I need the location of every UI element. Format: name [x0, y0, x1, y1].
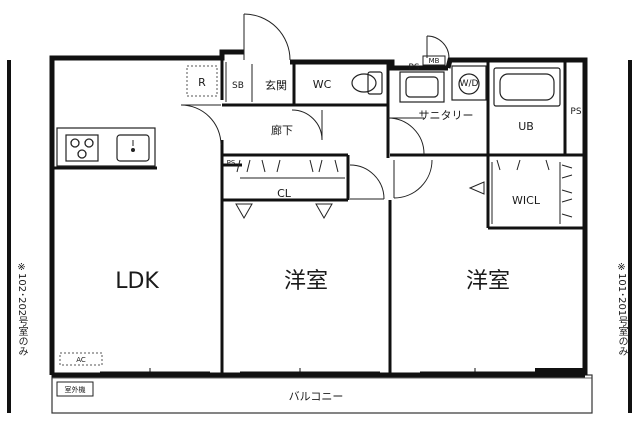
label-sanitary: サニタリー — [419, 109, 474, 122]
label-pipe-space-right: PS — [570, 107, 581, 117]
label-refrigerator: R — [198, 76, 206, 89]
side-walls — [7, 60, 632, 413]
interior-walls — [52, 58, 585, 375]
bathtub-icon — [493, 67, 561, 107]
meter-box — [422, 55, 446, 66]
label-shoe-box: SB — [232, 81, 244, 91]
side-note-left: ※102･202号室のみ — [16, 262, 27, 357]
label-pipe-space-small: PS — [227, 159, 236, 167]
closet-rails — [236, 159, 573, 224]
stove-icon — [65, 134, 99, 162]
side-note-right: ※101･201号室のみ — [616, 262, 627, 357]
sink-icon — [116, 134, 150, 162]
door-swings — [180, 13, 450, 200]
label-bedroom-center: 洋室 — [284, 269, 328, 294]
label-aircon: AC — [76, 356, 86, 364]
label-outdoor-unit: 室外機 — [65, 385, 86, 394]
label-washer: W/D — [460, 79, 479, 89]
toilet-icon — [351, 71, 383, 95]
label-toilet: WC — [313, 78, 332, 91]
label-pipe-space-top: PS — [408, 63, 419, 73]
refrigerator — [186, 65, 218, 97]
label-closet: CL — [277, 187, 292, 200]
wall-pillar — [535, 368, 585, 376]
label-ldk: LDK — [115, 269, 159, 294]
washer-icon — [451, 65, 487, 101]
label-bathroom: UB — [518, 120, 534, 133]
washbasin-icon — [399, 71, 445, 103]
closet-door-marks — [235, 181, 485, 220]
label-entrance: 玄関 — [265, 78, 287, 92]
outer-walls — [49, 49, 588, 378]
balcony-windows — [100, 368, 535, 376]
aircon — [59, 352, 103, 366]
label-balcony: バルコニー — [289, 390, 344, 403]
outdoor-unit — [56, 381, 94, 397]
label-bedroom-right: 洋室 — [466, 269, 510, 294]
label-meter-box: MB — [429, 57, 440, 65]
label-walk-in-closet: WICL — [512, 194, 541, 207]
label-hallway: 廊下 — [271, 123, 293, 137]
kitchen-counter — [56, 127, 156, 167]
